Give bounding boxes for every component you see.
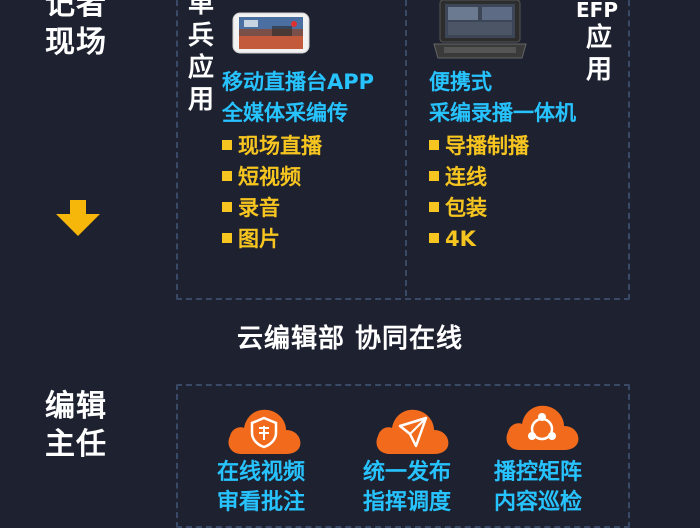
list-item: 短视频 [222,162,322,193]
efp-label: EFP [576,0,618,22]
send-cloud-icon [372,398,452,462]
cloud-newsroom-heading: 云编辑部 协同在线 [236,324,464,354]
left-feature-list: 现场直播 短视频 录音 图片 [222,131,322,255]
playout-matrix-sublabel: 内容巡检 [494,490,583,515]
editor-director-label: 编辑 主任 [45,389,107,462]
playout-matrix-label: 播控矩阵 [494,460,583,485]
unified-publish-label: 统一发布 [363,460,452,485]
portable-title: 便携式 [429,70,492,94]
single-soldier-app-label: 单 兵 应 用 [187,0,214,115]
smartphone-icon [232,12,310,58]
list-item: 图片 [222,224,322,255]
list-item: 录音 [222,193,322,224]
online-video-review-label: 在线视频 [217,460,306,485]
portable-production-unit-icon [432,0,528,66]
network-cloud-icon [502,394,582,458]
right-feature-list: 导播制播 连线 包装 4K [429,131,529,255]
unified-publish-sublabel: 指挥调度 [363,490,452,515]
list-item: 现场直播 [222,131,322,162]
list-item: 包装 [429,193,529,224]
online-video-review-sublabel: 审看批注 [217,490,306,515]
down-arrow-icon [56,200,100,236]
reporter-site-label: 记者 现场 [45,0,107,60]
list-item: 导播制播 [429,131,529,162]
shield-cloud-icon [224,398,304,462]
integrated-machine-title: 采编录播一体机 [429,101,576,125]
panel-divider [405,0,407,296]
efp-application-label: 应 用 [585,23,612,85]
mobile-live-app-title: 移动直播台APP [222,70,375,94]
capture-panel [176,0,630,300]
list-item: 4K [429,224,529,255]
list-item: 连线 [429,162,529,193]
all-media-title: 全媒体采编传 [222,101,348,125]
